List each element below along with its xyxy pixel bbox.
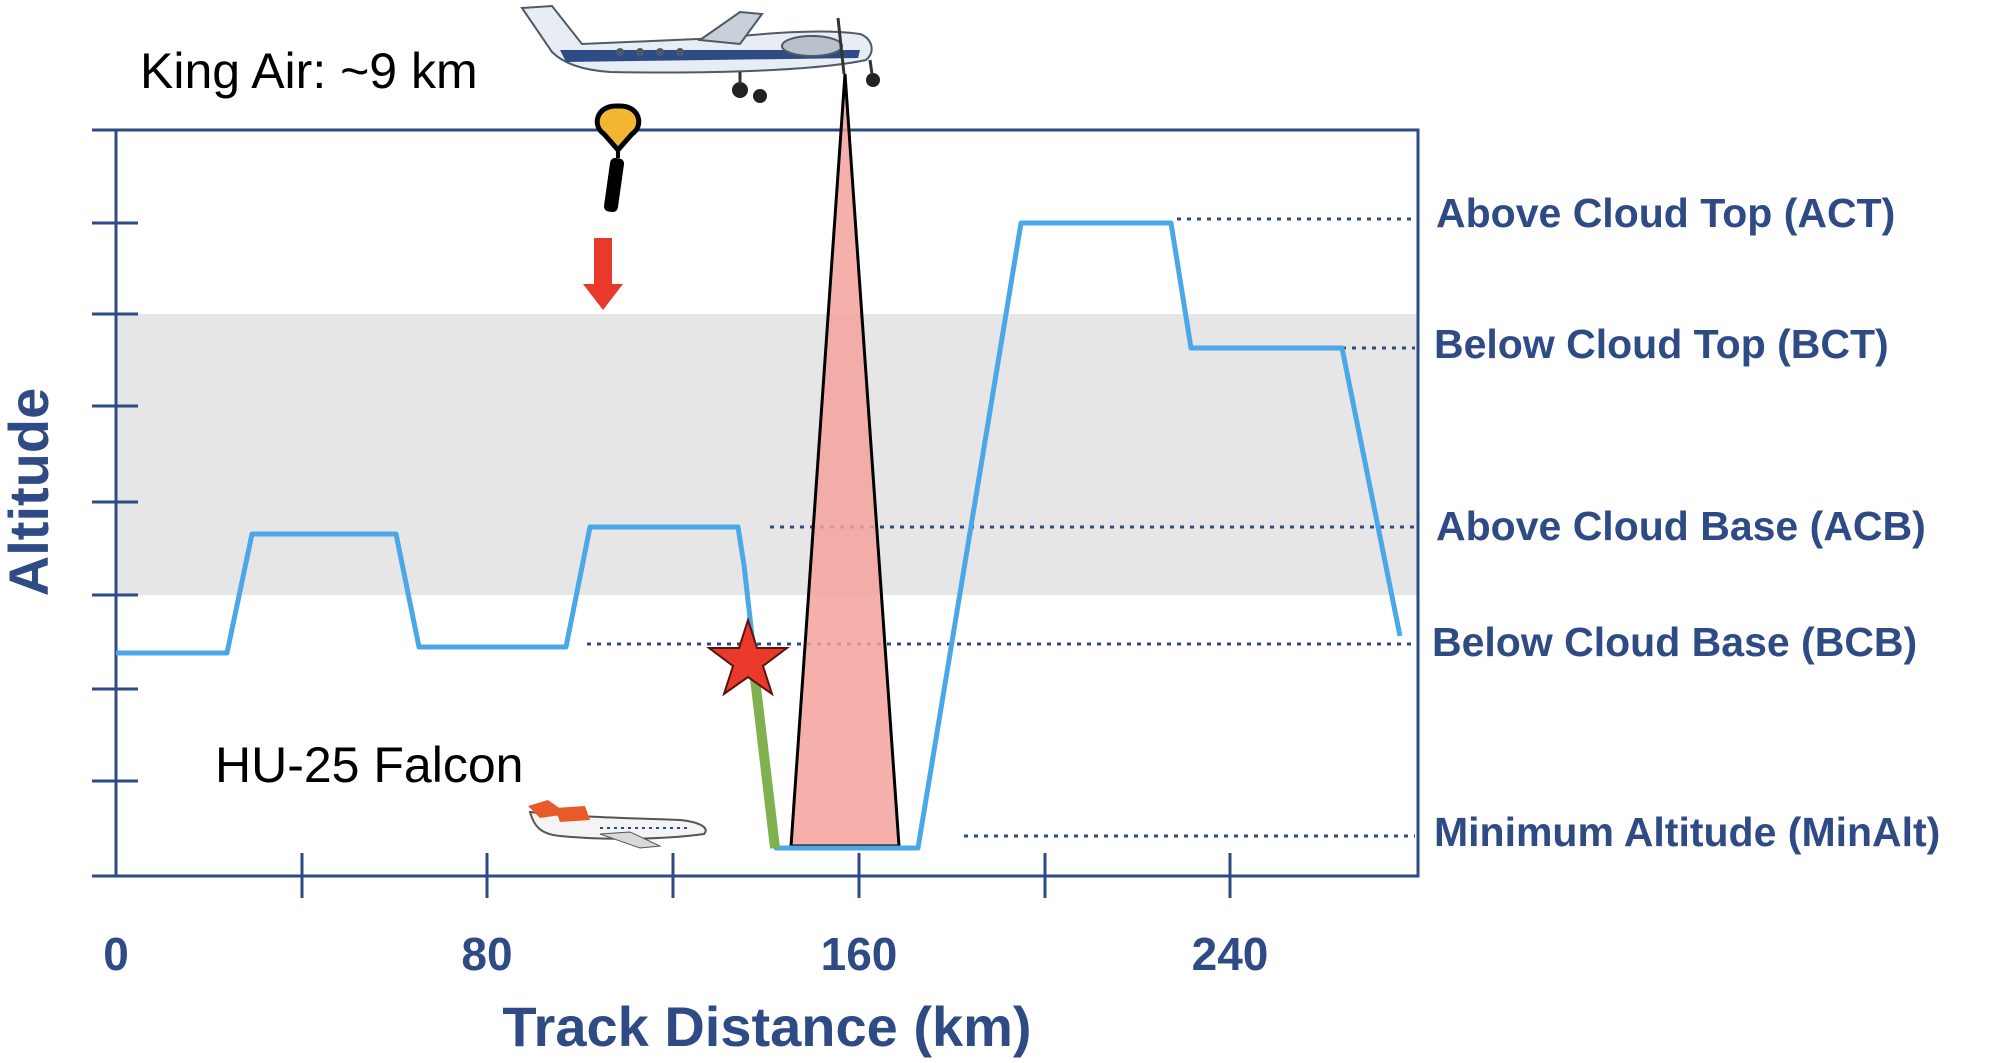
level-label-bcb: Below Cloud Base (BCB) [1432, 619, 1917, 665]
level-label-acb: Above Cloud Base (ACB) [1436, 503, 1926, 549]
x-axis-title: Track Distance (km) [502, 995, 1031, 1058]
down-arrow-icon [583, 238, 623, 310]
level-leader-lines [587, 217, 1415, 838]
x-tick-label-160: 160 [821, 928, 898, 980]
king-air-aircraft-icon [520, 4, 880, 103]
y-axis-title: Altitude [0, 388, 60, 596]
x-tick-label-0: 0 [103, 928, 129, 980]
dropsonde-parachute-icon [594, 103, 642, 213]
level-label-bct: Below Cloud Top (BCT) [1434, 321, 1889, 367]
falcon-aircraft-icon [528, 800, 707, 849]
cloud-layer-band [116, 314, 1418, 595]
star-icon [706, 616, 790, 697]
x-axis-ticks [300, 853, 1232, 898]
x-tick-label-240: 240 [1192, 928, 1269, 980]
x-tick-label-80: 80 [461, 928, 512, 980]
level-label-minalt: Minimum Altitude (MinAlt) [1434, 809, 1940, 855]
descent-segment [749, 669, 780, 849]
flight-track-line [116, 220, 1403, 851]
level-label-act: Above Cloud Top (ACT) [1436, 190, 1895, 236]
falcon-label: HU-25 Falcon [215, 737, 523, 793]
king-air-label: King Air: ~9 km [140, 43, 478, 99]
y-axis-ticks [92, 128, 138, 878]
